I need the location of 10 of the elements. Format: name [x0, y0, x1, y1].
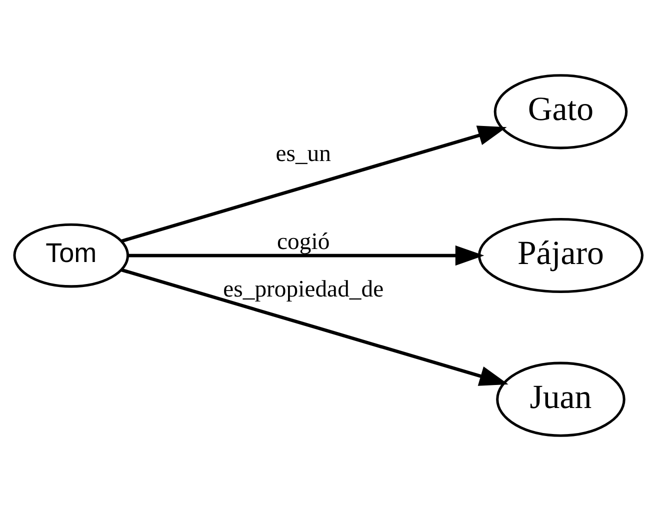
- node-ellipse: Tom: [13, 223, 130, 288]
- edge-label: es_propiedad_de: [223, 276, 384, 302]
- arrow: [128, 245, 484, 266]
- node-ellipse: Juan: [496, 362, 626, 437]
- arrow: [120, 126, 507, 243]
- arrow: [120, 268, 508, 386]
- node-ellipse: Pájaro: [478, 218, 644, 294]
- edge-label: cogió: [277, 229, 330, 256]
- edge-label: es_un: [276, 141, 332, 168]
- node-ellipse: Gato: [494, 74, 628, 150]
